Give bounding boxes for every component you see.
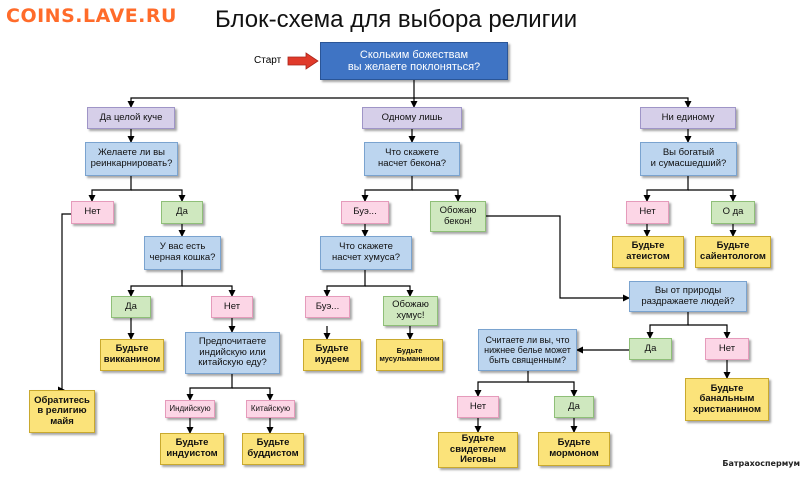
question-reincarnate: Желаете ли вы реинкарнировать? xyxy=(85,142,178,176)
question-hummus: Что скажете насчет хумуса? xyxy=(320,236,412,270)
answer-cat-yes: Да xyxy=(111,296,151,318)
question-sacred-underwear: Считаете ли вы, что нижнее белье может б… xyxy=(478,329,577,371)
answer-hummus-eww: Буэ... xyxy=(305,296,350,318)
result-hindu: Будьте индуистом xyxy=(160,433,224,465)
credit: Батрахоспермум xyxy=(722,459,800,468)
result-mayan: Обратитесь в религию майя xyxy=(29,390,95,433)
question-black-cat: У вас есть черная кошка? xyxy=(144,236,221,270)
answer-bacon-love: Обожаю бекон! xyxy=(430,201,486,232)
answer-hummus-love: Обожаю хумус! xyxy=(383,296,438,326)
answer-rich-yes: О да xyxy=(711,201,755,224)
result-atheist: Будьте атеистом xyxy=(612,236,684,268)
question-rich-crazy: Вы богатый и сумасшедший? xyxy=(640,142,737,176)
result-jew: Будьте иудеем xyxy=(303,339,361,371)
start-arrow-icon xyxy=(287,52,319,70)
result-jehovah-witness: Будьте свидетелем Иеговы xyxy=(438,432,518,468)
answer-nature-yes: Да xyxy=(629,338,672,360)
page-title: Блок-схема для выбора религии xyxy=(215,6,578,33)
result-christian: Будьте банальным христианином xyxy=(685,378,769,421)
result-wiccan: Будьте викканином xyxy=(100,339,164,371)
answer-underwear-no: Нет xyxy=(457,396,499,418)
question-annoying-nature: Вы от природы раздражаете людей? xyxy=(629,281,747,312)
answer-underwear-yes: Да xyxy=(554,396,594,418)
answer-indian: Индийскую xyxy=(165,400,215,418)
answer-many-gods: Да целой куче xyxy=(87,107,175,129)
answer-reincarnate-yes: Да xyxy=(161,201,203,224)
question-bacon: Что скажете насчет бекона? xyxy=(364,142,460,176)
watermark: COINS.LAVE.RU xyxy=(6,5,177,27)
result-muslim: Будьте мусульманином xyxy=(376,339,443,371)
answer-one-god: Одному лишь xyxy=(362,107,462,129)
start-question: Скольким божествам вы желаете поклонятьс… xyxy=(320,42,508,80)
result-mormon: Будьте мормоном xyxy=(538,432,610,466)
question-indian-chinese-food: Предпочитаете индийскую или китайскую ед… xyxy=(185,332,280,374)
answer-chinese: Китайскую xyxy=(246,400,295,418)
result-buddhist: Будьте буддистом xyxy=(242,433,304,465)
start-label: Старт xyxy=(254,55,282,66)
answer-reincarnate-no: Нет xyxy=(71,201,114,224)
result-scientologist: Будьте сайентологом xyxy=(695,236,771,268)
answer-rich-no: Нет xyxy=(626,201,669,224)
answer-bacon-eww: Буэ... xyxy=(341,201,389,224)
answer-no-gods: Ни единому xyxy=(640,107,736,129)
answer-nature-no: Нет xyxy=(705,338,749,360)
answer-cat-no: Нет xyxy=(211,296,253,318)
